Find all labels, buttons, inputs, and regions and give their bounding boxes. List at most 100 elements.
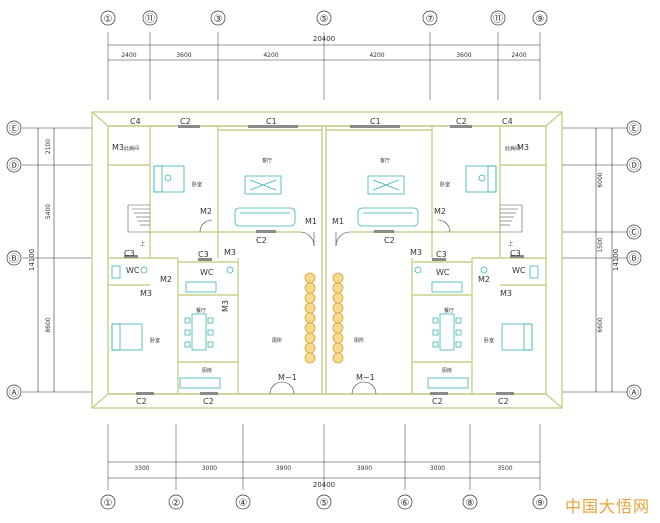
room-label-dining-l: 餐厅 <box>196 307 206 314</box>
stairs-left <box>127 204 150 233</box>
room-label-bedroom-tr: 卧室 <box>440 181 450 188</box>
left-axis-bubble-3 <box>6 384 22 400</box>
flower-1-3 <box>332 302 344 314</box>
furniture <box>111 165 539 389</box>
right-dim-2: 6600 <box>597 317 604 332</box>
left-axis-bubble-2 <box>6 250 22 266</box>
left-dim-1: 5400 <box>45 204 52 219</box>
door-label-m3-kl: M3 <box>224 248 236 257</box>
flower-0-6 <box>304 332 316 344</box>
bottom-dim-2: 3900 <box>276 465 291 472</box>
right-axis-label-2: Ⓒ <box>629 227 639 239</box>
right-axis-label-1: Ⓓ <box>629 160 639 172</box>
left-axis-label-3: Ⓐ <box>9 387 19 399</box>
right-axis-label-4: Ⓐ <box>629 387 639 399</box>
door-swings <box>199 219 451 395</box>
top-axis-bubble-0 <box>100 10 116 26</box>
bottom-axis-label-4: ⑥ <box>401 498 410 509</box>
bottom-dim-3: 3900 <box>357 465 372 472</box>
room-label-living-l: 客厅 <box>262 157 272 164</box>
door-label-m3-tl: M3 <box>112 143 124 152</box>
right-axis-label-3: Ⓑ <box>629 253 639 265</box>
flower-1-1 <box>332 282 344 294</box>
left-axis-label-0: Ⓔ <box>9 123 19 135</box>
flower-0-1 <box>304 282 316 294</box>
top-axis-label-6: ⑨ <box>536 14 545 25</box>
door-label-m1-r: M1 <box>332 217 344 226</box>
left-axis-label-2: Ⓑ <box>9 253 19 265</box>
window-label-c4-left: C4 <box>130 117 141 126</box>
window-label-c1-right: C1 <box>370 117 381 126</box>
window-label-c4-right: C4 <box>502 117 513 126</box>
room-label-balcony-r: 此病间 <box>505 145 520 152</box>
left-total-label: 14100 <box>28 249 36 271</box>
bottom-axis-bubble-1 <box>168 494 184 510</box>
door-label-entry-r: M−1 <box>356 373 375 382</box>
top-axis-label-0: ① <box>104 14 113 25</box>
right-dim-0: 6000 <box>597 172 604 187</box>
top-axis-label-1: ⑪ <box>145 13 155 25</box>
room-label-hall-r: 厕所 <box>354 337 364 344</box>
door-label-m2-l: M2 <box>200 207 212 216</box>
window-label-c2-br2: C2 <box>432 397 443 406</box>
flower-1-0 <box>332 272 344 284</box>
bottom-axis-bubble-6 <box>532 494 548 510</box>
door-label-entry-l: M−1 <box>278 373 297 382</box>
bottom-axis-label-6: ⑨ <box>536 498 545 509</box>
door-label-m3-wr: M3 <box>500 289 512 298</box>
window-label-c2-bl: C2 <box>136 397 147 406</box>
door-label-m2-wr: M2 <box>478 275 490 284</box>
door-label-m2-wl: M2 <box>160 275 172 284</box>
door-label-m3-dl: M3 <box>221 300 230 312</box>
right-axis-label-0: Ⓔ <box>629 123 639 135</box>
watermark: 中国大悟网 <box>564 497 650 516</box>
top-dim-4: 3600 <box>456 52 471 59</box>
door-label-m3-wl: M3 <box>140 289 152 298</box>
right-total-label: 14100 <box>612 249 620 271</box>
room-label-bedroom-br: 卧室 <box>484 337 494 344</box>
flower-0-4 <box>304 312 316 324</box>
bottom-axis-bubble-2 <box>235 494 251 510</box>
left-axis-label-1: Ⓓ <box>9 160 19 172</box>
flower-1-4 <box>332 312 344 324</box>
left-axis-bubble-1 <box>6 157 22 173</box>
right-axis-bubble-1 <box>626 157 642 173</box>
room-label-bedroom-tl: 卧室 <box>192 181 202 188</box>
flower-1-5 <box>332 322 344 334</box>
window-label-c2-tr: C2 <box>456 117 467 126</box>
bottom-axis-label-0: ① <box>104 498 113 509</box>
top-axis-bubble-3 <box>316 10 332 26</box>
top-axis-label-5: ⑪ <box>493 13 503 25</box>
flower-1-8 <box>332 352 344 364</box>
stair-up-left: 上 <box>140 240 145 247</box>
window-label-c3-b: C3 <box>198 250 209 259</box>
flower-0-3 <box>304 302 316 314</box>
window-label-c2-bl2: C2 <box>203 397 214 406</box>
room-label-bedroom-bl: 卧室 <box>150 337 160 344</box>
window-label-c1-left: C1 <box>266 117 277 126</box>
room-label-dining-r: 餐厅 <box>444 307 454 314</box>
right-dim-1: 1500 <box>597 237 604 252</box>
window-label-c3-c: C3 <box>436 250 447 259</box>
room-label-wc-1: WC <box>126 266 140 275</box>
bottom-dim-5: 3500 <box>497 465 512 472</box>
window-bars <box>124 125 524 395</box>
building-walls <box>91 111 563 409</box>
bottom-axis-bubble-4 <box>397 494 413 510</box>
bottom-dim-4: 3000 <box>430 465 445 472</box>
window-label-c3-a: C3 <box>124 249 135 258</box>
window-label-c3-d: C3 <box>510 249 521 258</box>
window-label-c2-br: C2 <box>498 397 509 406</box>
top-axis-bubble-4 <box>422 10 438 26</box>
room-label-balcony-l: 此病间 <box>124 145 139 152</box>
room-label-kitchen-r: 厨房 <box>442 367 452 374</box>
bottom-axis-bubble-5 <box>462 494 478 510</box>
bottom-axis-bubble-3 <box>316 494 332 510</box>
flower-0-0 <box>304 272 316 284</box>
top-axis-bubble-5 <box>490 10 506 26</box>
stair-up-right: 上 <box>508 240 513 247</box>
left-axis-bubble-0 <box>6 120 22 136</box>
bottom-axis-label-5: ⑧ <box>466 498 475 509</box>
door-label-m1-l: M1 <box>305 217 317 226</box>
